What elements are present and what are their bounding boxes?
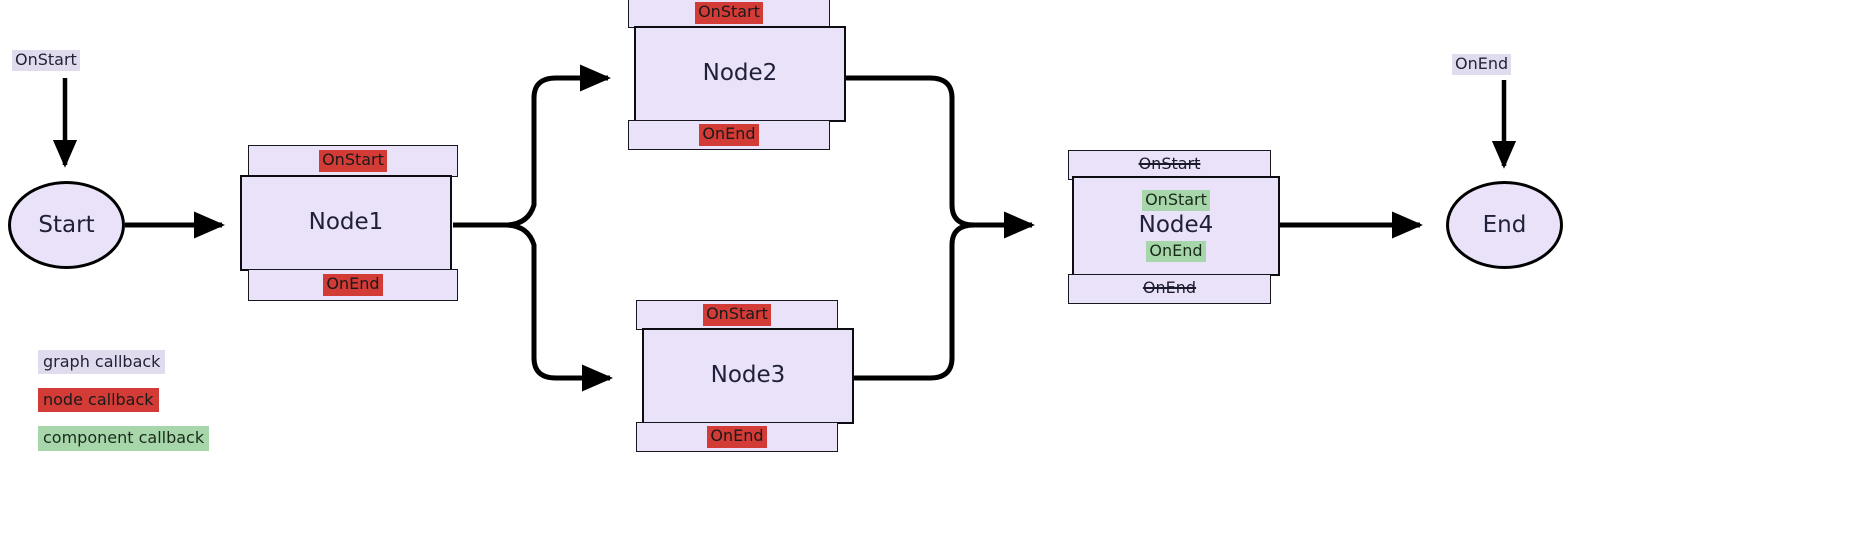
node4-onstart-graph-callback-disabled: OnStart <box>1138 154 1201 174</box>
node2-top-band: OnStart <box>628 0 830 28</box>
node4-onend-component-callback: OnEnd <box>1146 240 1206 263</box>
node-node3[interactable]: OnStart Node3 OnEnd <box>636 300 854 452</box>
edge-node3-to-merge <box>846 222 975 381</box>
node1-top-band: OnStart <box>248 145 458 177</box>
node1-main-box[interactable]: Node1 <box>240 175 452 271</box>
node2-main-box[interactable]: Node2 <box>634 26 846 122</box>
node4-main-box[interactable]: OnStart Node4 OnEnd <box>1072 176 1280 276</box>
node4-bottom-band: OnEnd <box>1068 274 1271 304</box>
node4-title: Node4 <box>1138 212 1214 239</box>
end-terminal-label: End <box>1482 212 1527 238</box>
edge-node1-to-node3 <box>504 222 614 392</box>
node1-bottom-band: OnEnd <box>248 269 458 301</box>
legend-graph-callback-label: graph callback <box>38 350 166 375</box>
legend-item-node-callback: node callback <box>38 388 209 413</box>
graph-callback-onend: OnEnd <box>1452 54 1512 76</box>
legend-node-callback-label: node callback <box>38 388 159 413</box>
graph-callback-onstart: OnStart <box>12 50 80 72</box>
node1-onstart-callback: OnStart <box>319 150 387 172</box>
node4-onstart-component-callback: OnStart <box>1142 189 1210 212</box>
node2-bottom-band: OnEnd <box>628 120 830 150</box>
node-node4[interactable]: OnStart OnStart Node4 OnEnd OnEnd <box>1068 150 1283 304</box>
node-node1[interactable]: OnStart Node1 OnEnd <box>240 145 458 303</box>
legend: graph callback node callback component c… <box>38 350 210 451</box>
edge-node2-to-merge <box>840 75 1036 239</box>
node-node2[interactable]: OnStart Node2 OnEnd <box>628 0 846 150</box>
graph-callback-onend-label: OnEnd <box>1452 54 1512 76</box>
node2-title: Node2 <box>702 60 778 87</box>
node3-bottom-band: OnEnd <box>636 422 838 452</box>
start-terminal-label: Start <box>38 212 95 238</box>
node3-top-band: OnStart <box>636 300 838 330</box>
legend-component-callback-label: component callback <box>38 426 210 451</box>
node3-onstart-callback: OnStart <box>703 304 771 326</box>
node1-onend-callback: OnEnd <box>323 274 383 296</box>
legend-item-graph-callback: graph callback <box>38 350 209 375</box>
node2-onend-callback: OnEnd <box>699 124 759 146</box>
node3-onend-callback: OnEnd <box>707 426 767 448</box>
node2-onstart-callback: OnStart <box>695 2 763 24</box>
node1-title: Node1 <box>308 209 384 236</box>
graph-callback-onstart-label: OnStart <box>12 50 80 72</box>
end-terminal[interactable]: End <box>1446 181 1563 269</box>
node3-main-box[interactable]: Node3 <box>642 328 854 424</box>
legend-item-component-callback: component callback <box>38 426 210 451</box>
edge-node1-to-node2 <box>504 64 612 228</box>
node3-title: Node3 <box>710 362 786 389</box>
node4-onend-graph-callback-disabled: OnEnd <box>1142 278 1197 298</box>
start-terminal[interactable]: Start <box>8 181 125 269</box>
